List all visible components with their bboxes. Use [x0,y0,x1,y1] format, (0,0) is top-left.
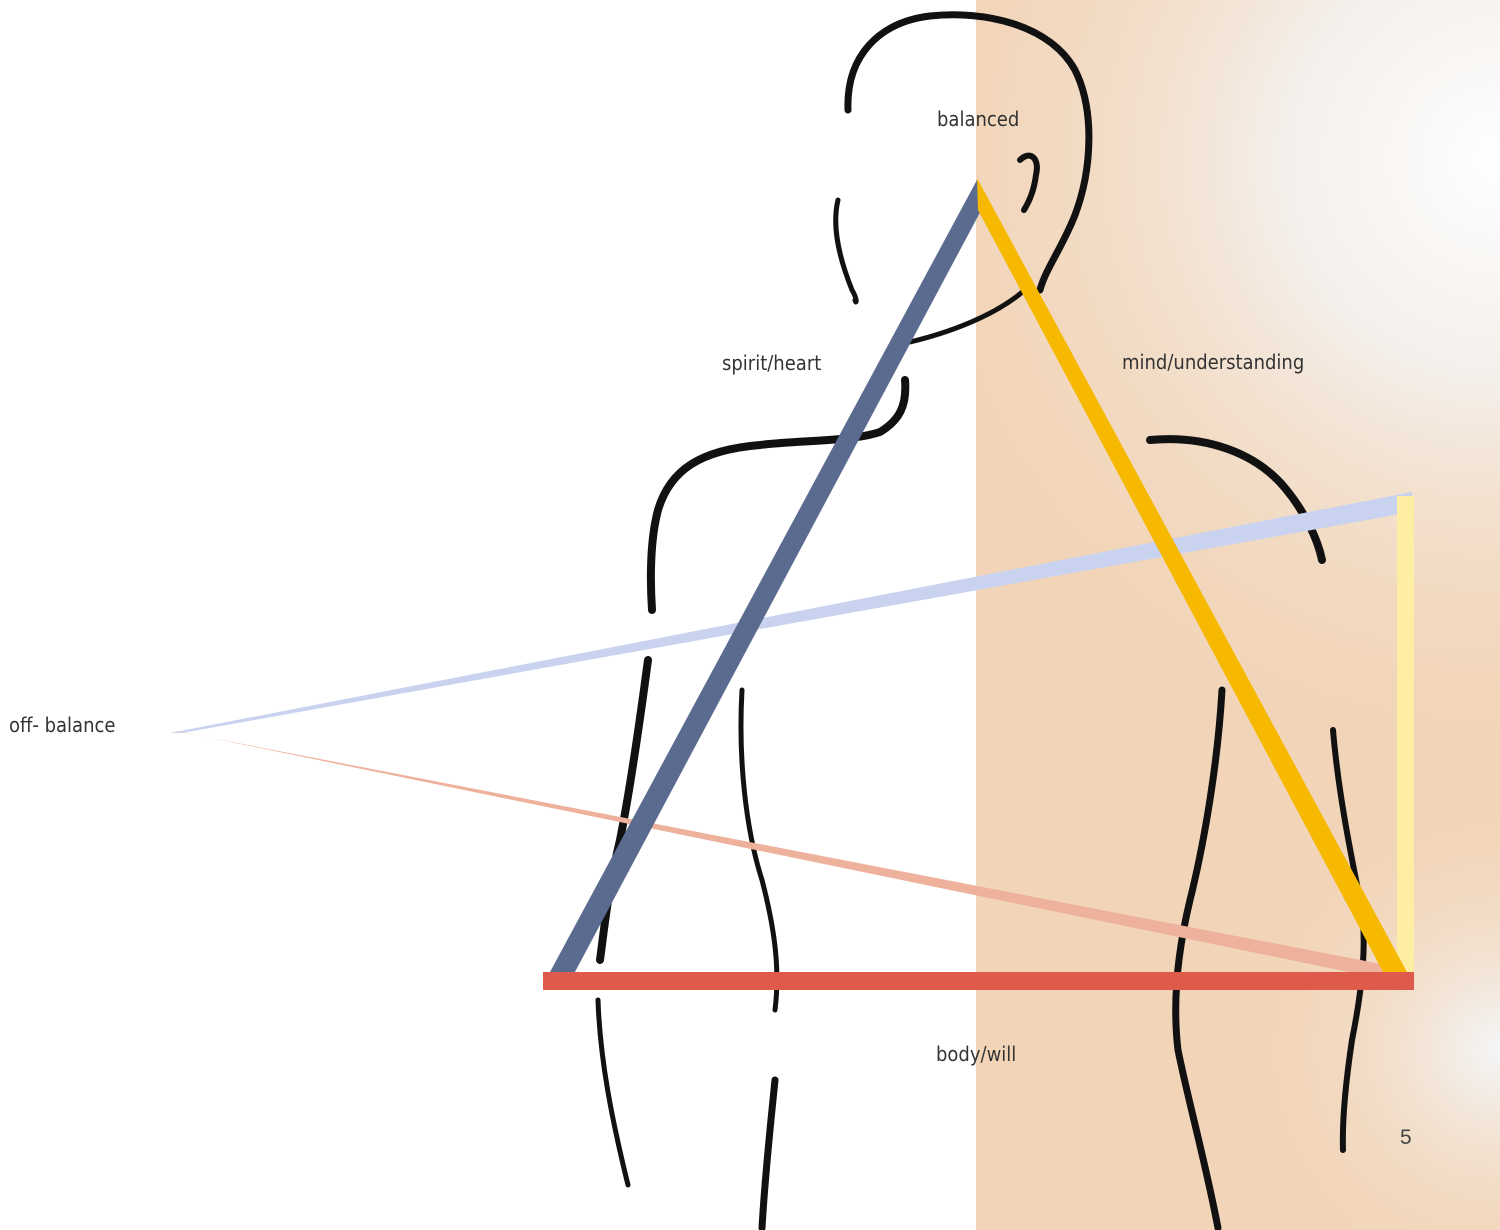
page-number: 5 [1400,1126,1412,1150]
body-will-line [543,972,1414,990]
vertical-line [1397,496,1414,985]
spirit-heart-line [543,180,984,985]
spirit-heart-label: spirit/heart [722,351,821,375]
mind-understanding-label: mind/understanding [1122,350,1304,374]
body-will-label: body/will [936,1042,1016,1066]
off-balance-label: off- balance [9,713,115,737]
apex-label: balanced [937,107,1019,131]
